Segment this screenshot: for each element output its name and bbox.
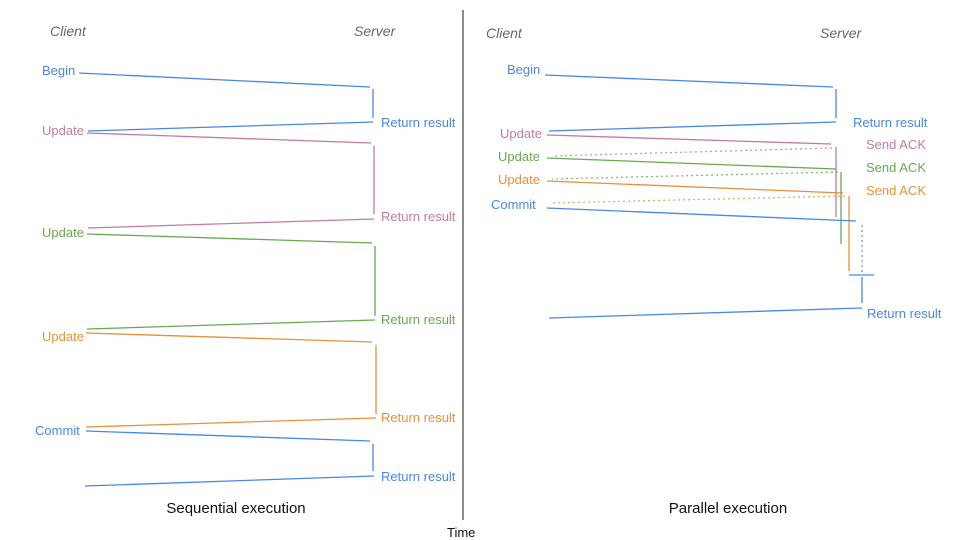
par-commit-label: Commit [491,197,536,212]
par-update3-ack-arrow [551,195,846,204]
par-update2-ack-arrow [551,171,839,180]
par-update1-label: Update [500,126,542,141]
par-update3-request-arrow [546,180,844,194]
seq-update1-label: Update [42,123,84,138]
seq-update2-label: Update [42,225,84,240]
par-server-header: Server [820,25,862,41]
par-begin-response-arrow [548,121,837,132]
sequential-diagram-lines [78,72,377,487]
seq-update3-request-arrow [85,332,373,343]
par-update1-request-arrow [546,134,832,145]
seq-client-header: Client [50,23,86,39]
seq-update2-request-arrow [86,233,373,244]
par-update2-request-arrow [546,157,837,170]
par-begin-result-label: Return result [853,115,928,130]
seq-begin-label: Begin [42,63,76,78]
parallel-execution-caption: Parallel execution [668,500,788,517]
seq-commit-label: Commit [35,423,80,438]
par-update3-ack-label: Send ACK [866,183,926,198]
par-update3-label: Update [498,172,540,187]
seq-commit-response-arrow [84,475,375,487]
seq-begin-request-arrow [78,72,371,88]
sequential-execution-caption: Sequential execution [166,500,306,517]
par-begin-request-arrow [544,74,834,88]
seq-server-header: Server [354,23,396,39]
seq-update3-result-label: Return result [381,410,456,425]
par-update2-ack-label: Send ACK [866,160,926,175]
seq-update2-response-arrow [86,319,376,330]
par-client-header: Client [486,25,522,41]
par-update2-label: Update [498,149,540,164]
seq-begin-result-label: Return result [381,115,456,130]
seq-update1-response-arrow [87,218,375,229]
seq-update3-response-arrow [85,417,377,428]
par-update1-ack-arrow [551,147,833,157]
par-begin-label: Begin [507,62,541,77]
time-axis-label: Time [447,525,476,540]
par-update1-ack-label: Send ACK [866,137,926,152]
parallel-diagram-lines [544,74,874,319]
seq-update1-request-arrow [86,132,372,144]
par-commit-result-label: Return result [867,306,942,321]
seq-update2-result-label: Return result [381,312,456,327]
seq-commit-result-label: Return result [381,469,456,484]
par-commit-response-arrow [548,307,863,319]
par-commit-request-arrow [546,207,857,222]
seq-commit-request-arrow [85,430,371,442]
seq-update3-label: Update [42,329,84,344]
seq-update1-result-label: Return result [381,209,456,224]
seq-begin-response-arrow [87,121,374,132]
